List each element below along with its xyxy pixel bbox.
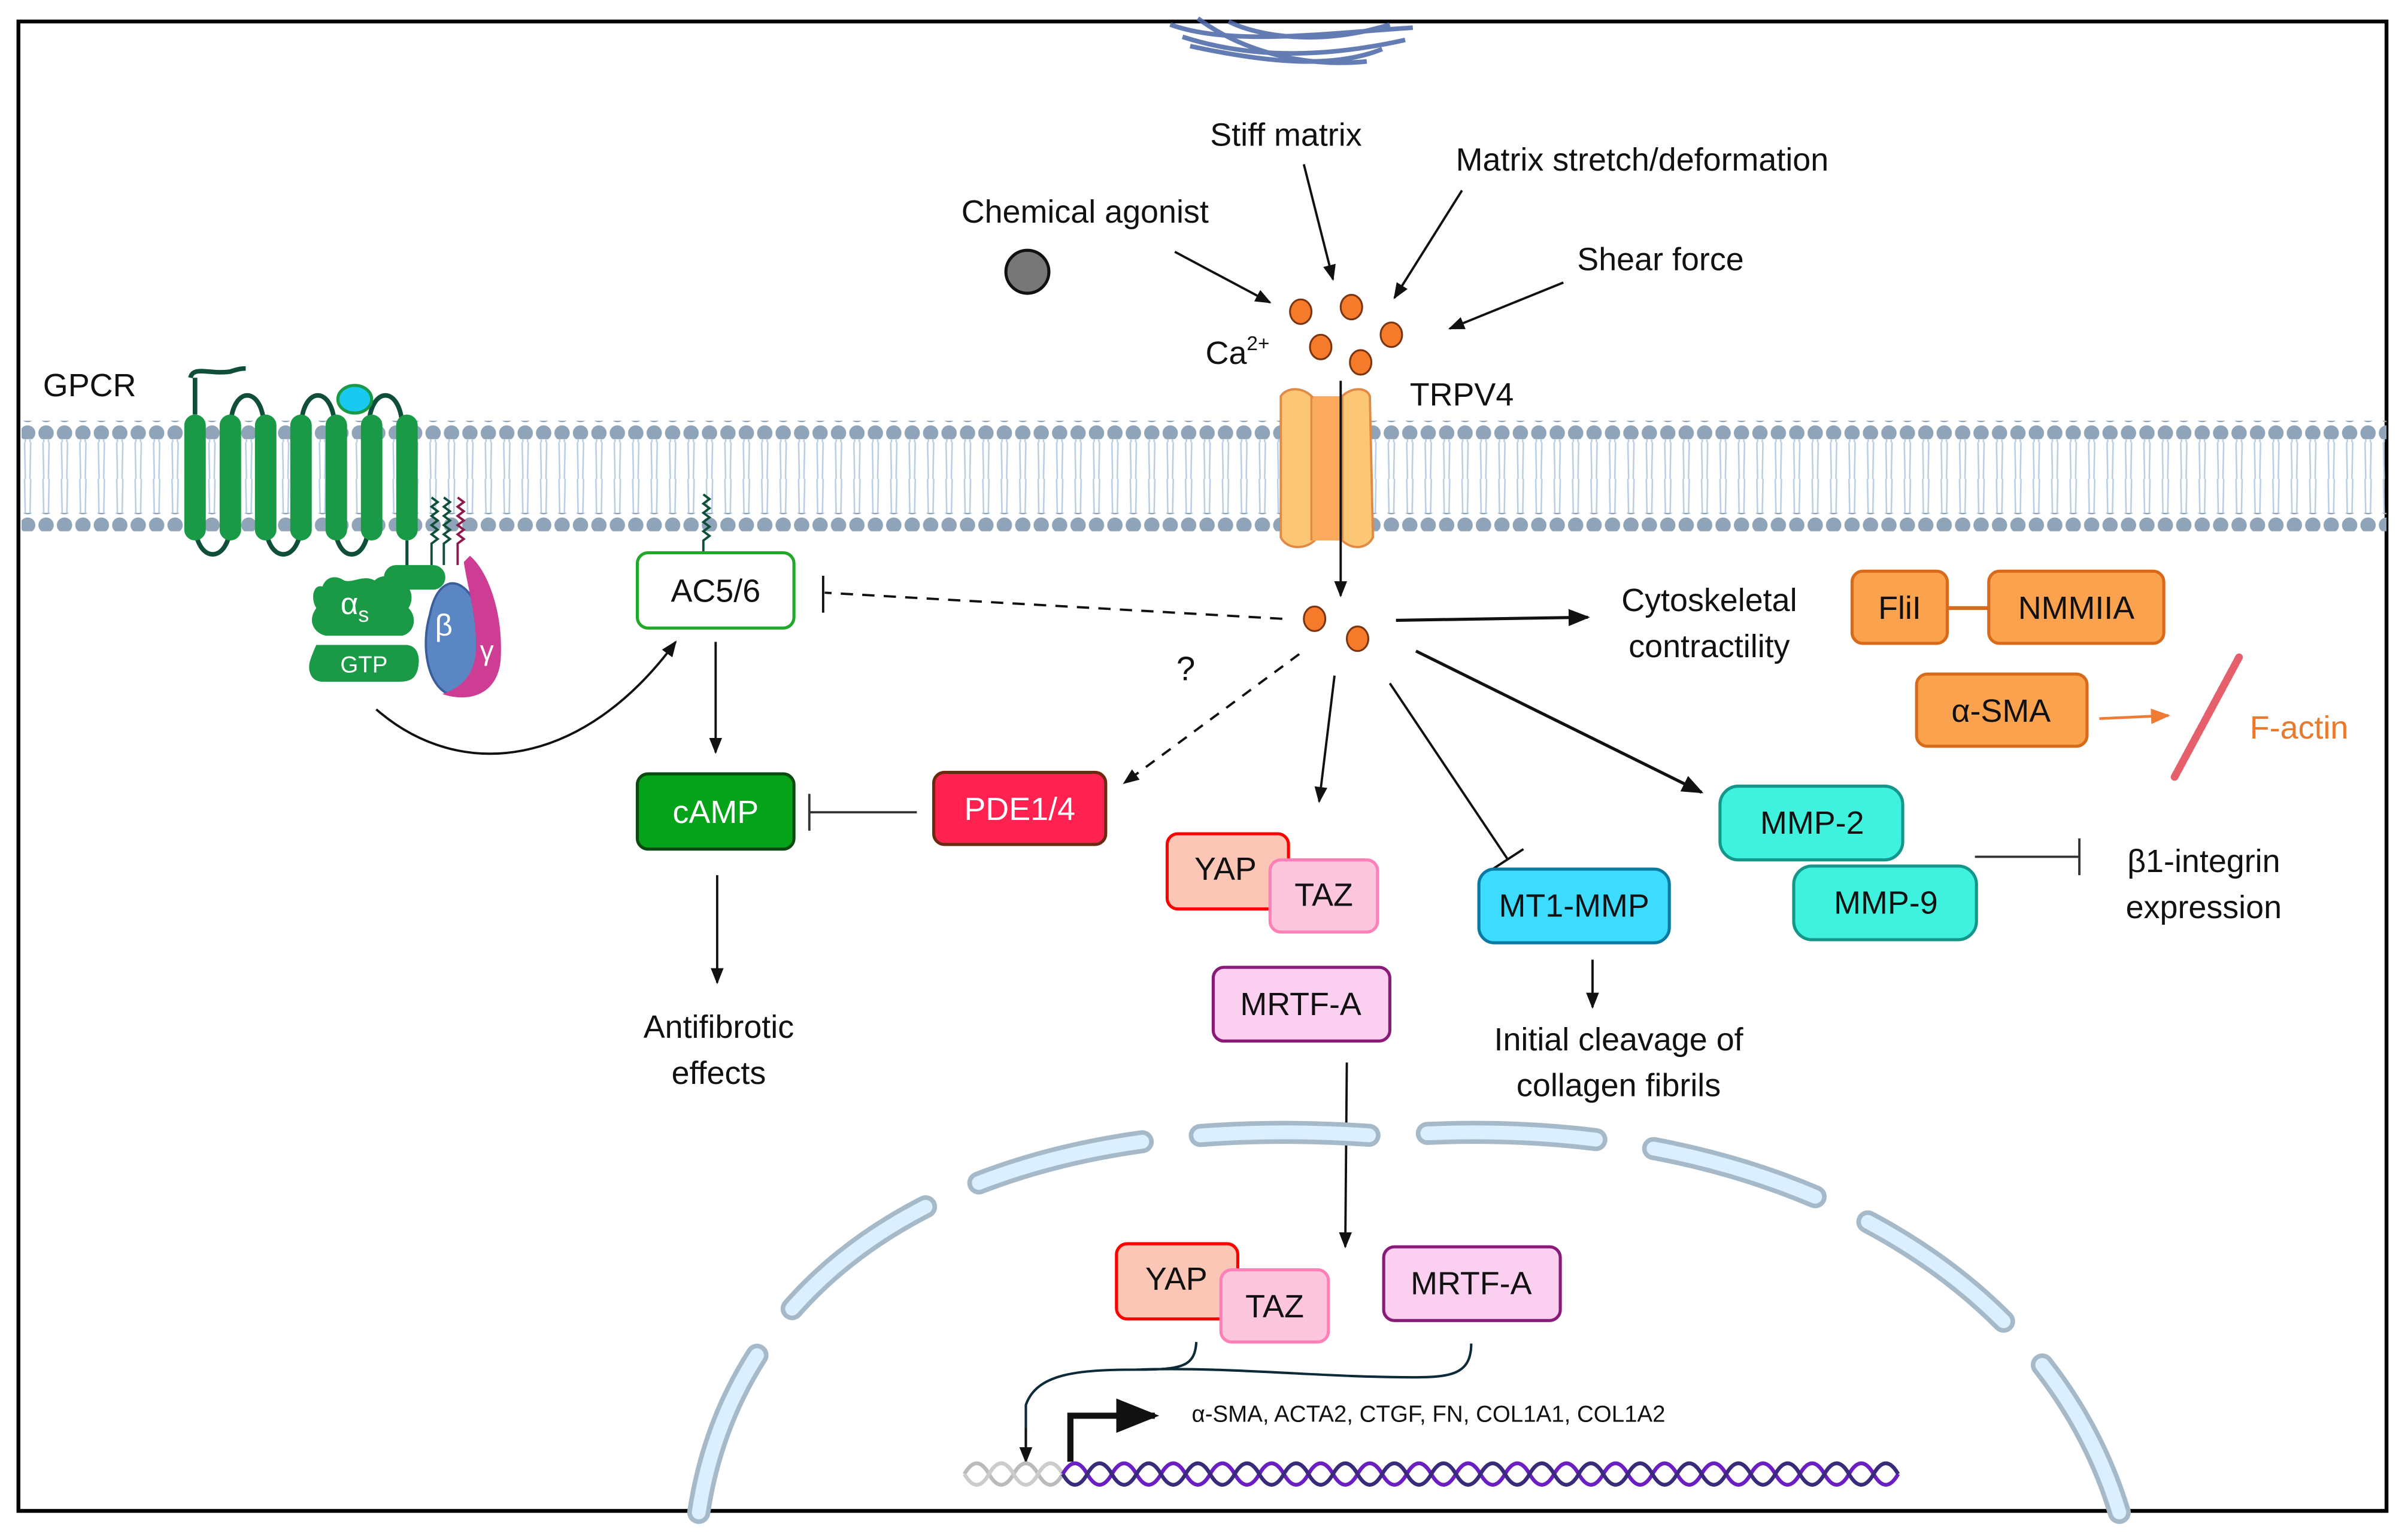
flii-box[interactable]: FliI (1850, 569, 1949, 645)
asma-box[interactable]: α-SMA (1915, 672, 2089, 748)
calcium-label: Ca2+ (1206, 333, 1270, 371)
ac56-box[interactable]: AC5/6 (635, 551, 796, 630)
g-beta-label: β (435, 608, 453, 642)
factin-filament-icon (2170, 653, 2243, 781)
shear-force-label: Shear force (1577, 242, 1743, 278)
agonist-arrow (1174, 251, 1272, 304)
pde14-box[interactable]: PDE1/4 (932, 770, 1108, 846)
chemical-agonist-label: Chemical agonist (962, 194, 1209, 230)
nmmiia-box[interactable]: NMMIIA (1987, 569, 2166, 645)
ca-inhibits-ac-dashed (824, 591, 1282, 620)
svg-text:MRTF-A: MRTF-A (1411, 1266, 1532, 1302)
shear-arrow (1448, 281, 1564, 330)
camp-box[interactable]: cAMP (635, 772, 796, 851)
svg-text:MMP-9: MMP-9 (1834, 885, 1938, 921)
svg-text:MRTF-A: MRTF-A (1240, 986, 1361, 1022)
svg-text:α-SMA: α-SMA (1951, 693, 2051, 729)
matrix-stretch-label: Matrix stretch/deformation (1456, 142, 1829, 178)
calcium-ions-icon (1289, 294, 1403, 652)
taz-nuclear-box[interactable]: TAZ (1219, 1268, 1330, 1344)
mmp9-box[interactable]: MMP-9 (1792, 864, 1978, 941)
agonist-icon (1004, 248, 1051, 295)
g-alpha-label: αs (341, 587, 369, 627)
trpv4-channel-icon[interactable] (1279, 388, 1375, 548)
svg-text:MMP-2: MMP-2 (1760, 805, 1864, 841)
trpv4-label: TRPV4 (1410, 376, 1514, 412)
svg-text:PDE1/4: PDE1/4 (964, 791, 1075, 827)
mrtf-nuclear-box[interactable]: MRTF-A (1382, 1245, 1562, 1322)
dna-helix-icon (963, 1461, 1900, 1487)
cofactors-to-dna-arrow (1024, 1342, 1473, 1453)
mrtf-box[interactable]: MRTF-A (1211, 965, 1391, 1043)
yap-box[interactable]: YAP (1165, 832, 1290, 911)
target-genes-label: α-SMA, ACTA2, CTGF, FN, COL1A1, COL1A2 (1191, 1402, 1665, 1427)
ca-to-cytoskeletal-arrow (1396, 609, 1590, 627)
svg-text:TAZ: TAZ (1294, 877, 1353, 913)
ca-inhibits-mt1mmp (1388, 682, 1524, 870)
mmp-inhibits-integrin (1975, 838, 2081, 876)
ca-to-yap-arrow (1314, 675, 1336, 803)
svg-text:NMMIIA: NMMIIA (2018, 590, 2135, 626)
stiff-matrix-label: Stiff matrix (1210, 117, 1361, 153)
nuclear-envelope (687, 1120, 2131, 1524)
ca-to-pde-dashed-arrow (1123, 653, 1300, 784)
stretch-arrow (1393, 190, 1463, 299)
mt1mmp-box[interactable]: MT1-MMP (1477, 867, 1671, 944)
factin-label: F-actin (2250, 710, 2349, 746)
question-mark: ? (1176, 649, 1195, 687)
transcription-start-arrow (1067, 1398, 1160, 1462)
stiff-arrow (1302, 164, 1336, 281)
mmp2-box[interactable]: MMP-2 (1718, 784, 1904, 862)
svg-text:FliI: FliI (1878, 590, 1921, 626)
gpcr-receptor-icon (184, 366, 418, 581)
gprotein-to-ac-arrow (375, 640, 677, 755)
g-gamma-label: γ (480, 635, 494, 666)
gtp-label: GTP (340, 652, 387, 678)
gpcr-label: GPCR (43, 367, 137, 403)
svg-text:YAP: YAP (1145, 1261, 1208, 1297)
taz-box[interactable]: TAZ (1268, 858, 1379, 934)
g-protein-icon: αs β γ GTP (309, 555, 501, 698)
svg-text:TAZ: TAZ (1245, 1289, 1304, 1325)
asma-to-factin-arrow (2099, 708, 2171, 724)
yap-nuclear-box[interactable]: YAP (1115, 1242, 1239, 1321)
ca-to-mmp-arrow (1415, 649, 1704, 794)
lipid-anchor-icon (429, 493, 712, 566)
svg-text:cAMP: cAMP (672, 794, 759, 830)
pde-inhibits-camp (808, 794, 917, 831)
svg-text:AC5/6: AC5/6 (671, 573, 760, 609)
collagen-matrix-icon (1169, 16, 1414, 65)
svg-text:YAP: YAP (1194, 851, 1257, 887)
cytoplasm-to-nucleus-arrow (1339, 1062, 1352, 1249)
svg-text:MT1-MMP: MT1-MMP (1499, 888, 1649, 924)
ligand-icon (336, 384, 374, 415)
